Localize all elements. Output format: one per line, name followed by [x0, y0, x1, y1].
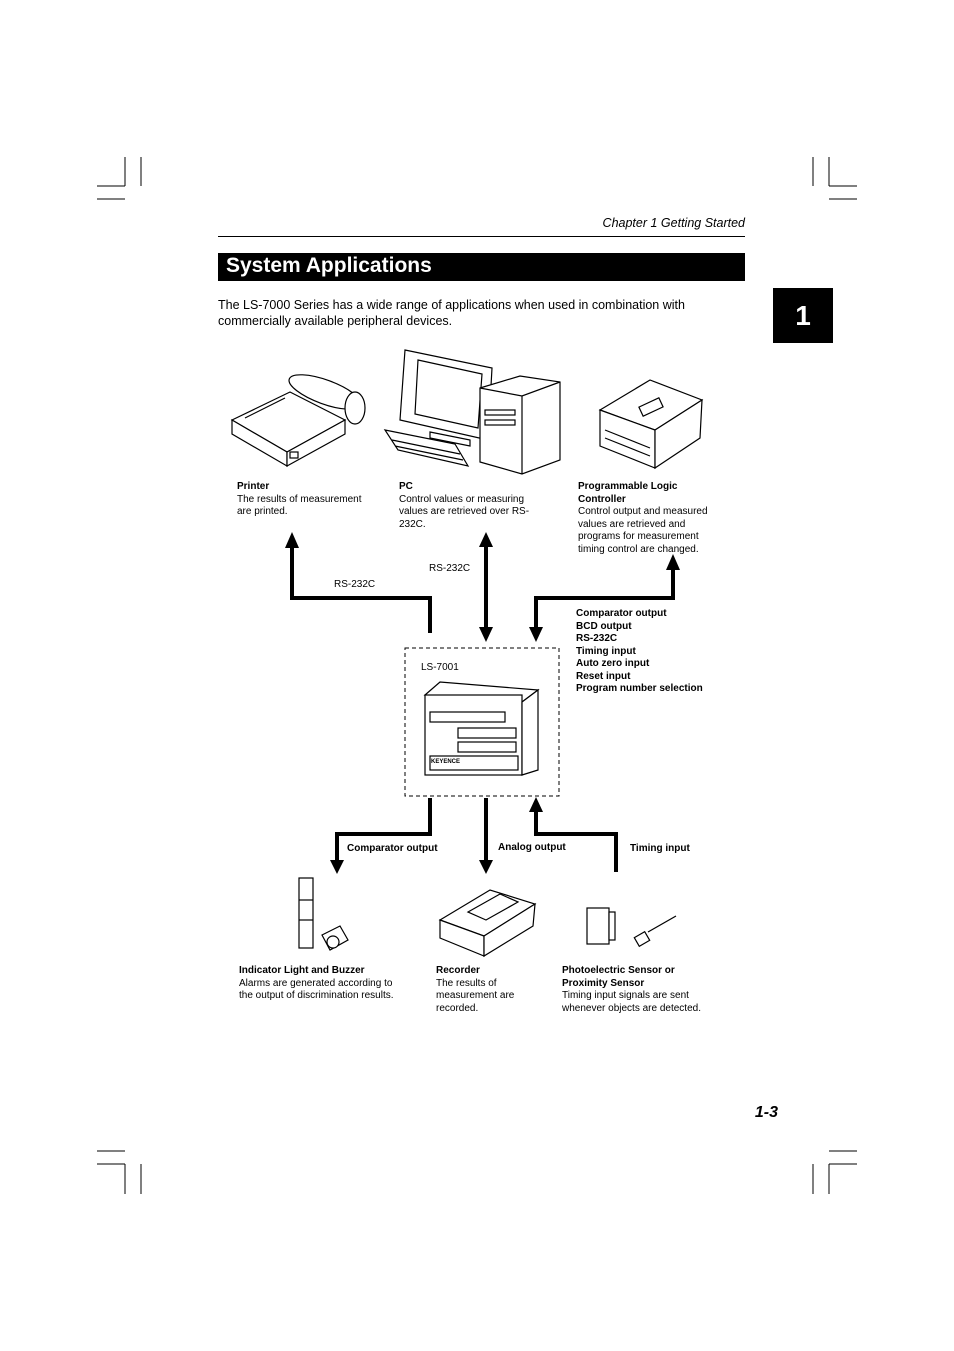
analog-output-label: Analog output — [498, 842, 566, 853]
chapter-header: Chapter 1 Getting Started — [602, 216, 745, 230]
printer-title: Printer — [237, 481, 270, 492]
section-title-bar: System Applications — [218, 253, 745, 281]
sensor-title: Photoelectric Sensor or Proximity Sensor — [562, 965, 675, 989]
pc-illustration — [383, 349, 561, 475]
indicator-caption: Indicator Light and Buzzer Alarms are ge… — [239, 965, 404, 1003]
indicator-title: Indicator Light and Buzzer — [239, 965, 365, 976]
controller-illustration — [423, 681, 540, 776]
plc-signal: Comparator output — [576, 608, 667, 619]
plc-caption: Programmable Logic Controller Control ou… — [578, 481, 718, 556]
connection-arrows — [290, 546, 675, 872]
printer-link-label: RS-232C — [334, 579, 376, 590]
printer-illustration — [230, 374, 366, 468]
recorder-illustration — [438, 889, 537, 958]
pc-caption: PC Control values or measuring values ar… — [399, 481, 539, 531]
comparator-output-label: Comparator output — [347, 843, 438, 854]
printer-caption: Printer The results of measurement are p… — [237, 481, 377, 519]
plc-signal: BCD output — [576, 620, 632, 632]
header-rule — [218, 236, 745, 237]
indicator-illustration — [298, 877, 349, 951]
printer-desc: The results of measurement are printed. — [237, 493, 362, 518]
recorder-desc: The results of measurement are recorded. — [436, 977, 515, 1014]
controller-frame — [404, 647, 560, 797]
recorder-title: Recorder — [436, 965, 480, 976]
pc-desc: Control values or measuring values are r… — [399, 493, 530, 530]
plc-title: Programmable Logic Controller — [578, 481, 678, 505]
page-number: 1-3 — [754, 1104, 778, 1121]
plc-signal-list: Comparator output BCD output RS-232C Tim… — [576, 608, 703, 696]
intro-paragraph: The LS-7000 Series has a wide range of a… — [218, 298, 685, 328]
pc-link-label: RS-232C — [429, 563, 471, 574]
timing-input-label: Timing input — [630, 843, 690, 854]
arrow-heads — [285, 532, 680, 874]
plc-signal: Reset input — [576, 670, 631, 682]
indicator-desc: Alarms are generated according to the ou… — [239, 977, 394, 1002]
plc-signal: RS-232C — [576, 633, 618, 644]
sensor-illustration — [586, 907, 677, 948]
pc-title: PC — [399, 481, 413, 492]
crop-marks — [97, 157, 857, 1194]
sensor-caption: Photoelectric Sensor or Proximity Sensor… — [562, 965, 712, 1015]
plc-illustration — [598, 379, 704, 470]
chapter-tab: 1 — [773, 288, 833, 343]
recorder-caption: Recorder The results of measurement are … — [436, 965, 531, 1015]
plc-signal: Program number selection — [576, 683, 703, 694]
section-title: System Applications — [226, 254, 432, 277]
plc-signal: Timing input — [576, 645, 636, 657]
controller-label: LS-7001 — [421, 662, 459, 673]
plc-signal: Auto zero input — [576, 658, 650, 669]
sensor-desc: Timing input signals are sent whenever o… — [562, 990, 701, 1014]
plc-desc: Control output and measured values are r… — [578, 506, 708, 555]
controller-brand: KEYENCE — [431, 759, 461, 765]
